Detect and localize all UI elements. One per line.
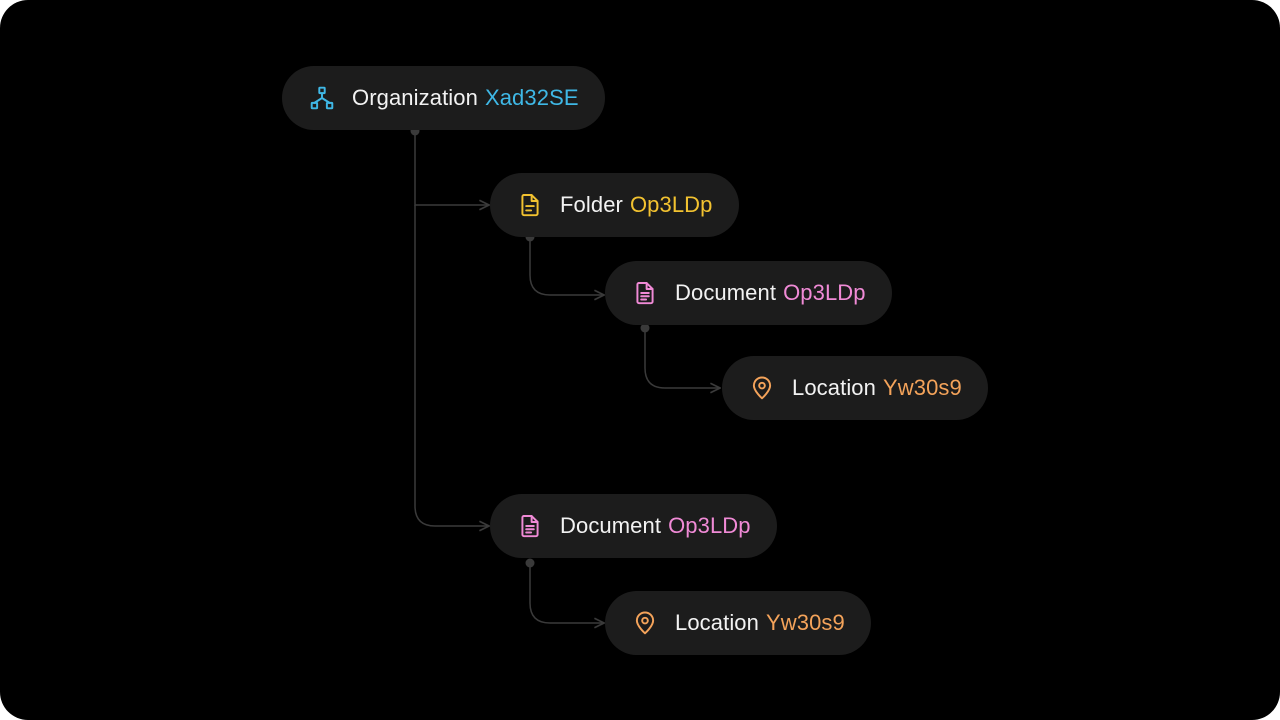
location-pin-icon [748, 374, 776, 402]
node-id: Op3LDp [783, 280, 866, 305]
edge-document-to-location-lower [529, 563, 604, 623]
edge-document-to-location-upper [644, 328, 720, 388]
node-type-label: Location [675, 610, 759, 635]
node-type-label: Organization [352, 85, 478, 110]
document-icon [631, 279, 659, 307]
node-organization[interactable]: Organization Xad32SE [282, 66, 605, 130]
node-id: Yw30s9 [882, 375, 962, 400]
node-document-upper[interactable]: Document Op3LDp [605, 261, 892, 325]
node-id: Op3LDp [668, 513, 751, 538]
node-location-upper[interactable]: Location Yw30s9 [722, 356, 988, 420]
file-icon [516, 191, 544, 219]
location-pin-icon [631, 609, 659, 637]
node-document-lower[interactable]: Document Op3LDp [490, 494, 777, 558]
node-location-lower[interactable]: Location Yw30s9 [605, 591, 871, 655]
node-folder[interactable]: Folder Op3LDp [490, 173, 739, 237]
node-type-label: Document [675, 280, 777, 305]
node-id: Xad32SE [484, 85, 579, 110]
node-type-label: Folder [560, 192, 623, 217]
edge-organization-to-folder [414, 131, 489, 205]
node-id: Op3LDp [629, 192, 713, 217]
node-type-label: Document [560, 513, 662, 538]
edge-organization-to-document [414, 205, 489, 526]
hierarchy-icon [308, 84, 336, 112]
node-id: Yw30s9 [765, 610, 845, 635]
edge-folder-to-document [529, 237, 604, 295]
node-type-label: Location [792, 375, 876, 400]
document-icon [516, 512, 544, 540]
